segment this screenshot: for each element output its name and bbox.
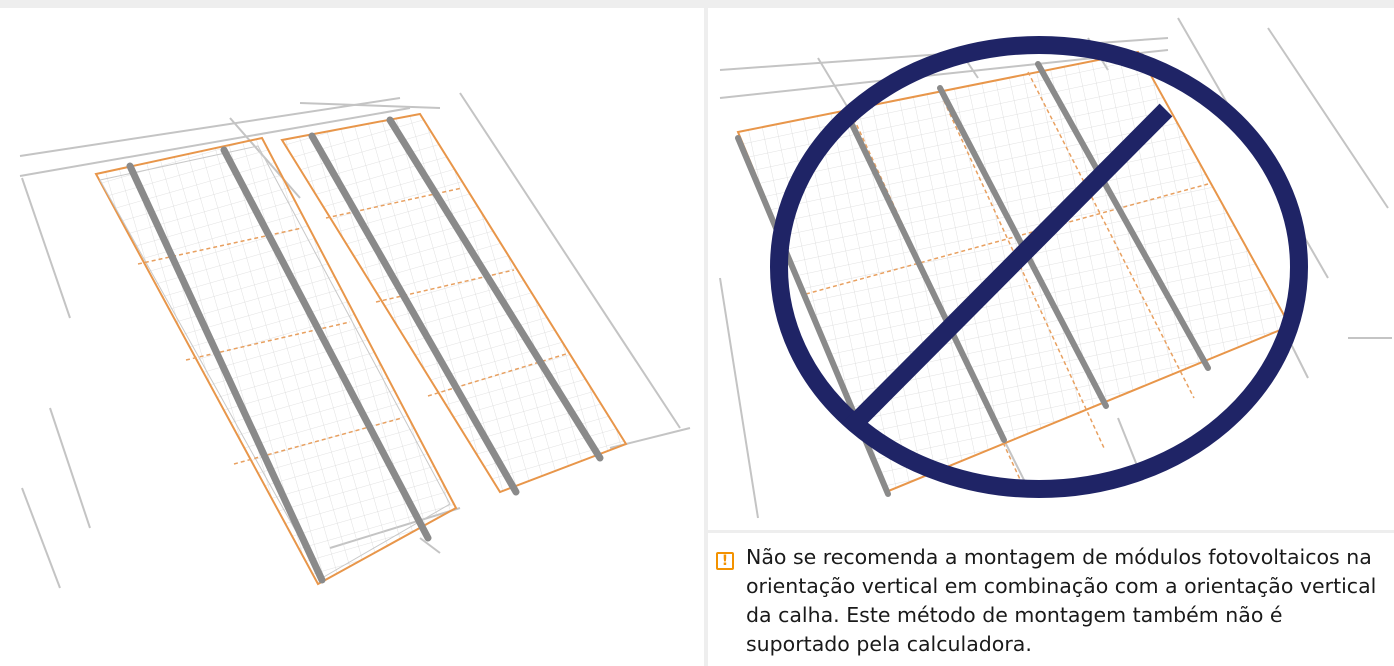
portrait-modules-diagram bbox=[19, 92, 691, 589]
module-array-left bbox=[94, 136, 458, 586]
left-illustration-panel bbox=[0, 8, 704, 666]
right-illustration-panel: ! Não se recomenda a montagem de módulos… bbox=[708, 8, 1394, 666]
divider bbox=[708, 530, 1394, 533]
warning-icon: ! bbox=[716, 552, 734, 570]
warning-note: ! Não se recomenda a montagem de módulos… bbox=[716, 543, 1388, 659]
portrait-modules-vertical-rails-diagram bbox=[719, 17, 1392, 519]
prohibition-icon bbox=[770, 36, 1308, 498]
not-recommended-illustration bbox=[708, 8, 1394, 526]
warning-text: Não se recomenda a montagem de módulos f… bbox=[746, 545, 1377, 656]
module-array-right bbox=[280, 112, 628, 496]
